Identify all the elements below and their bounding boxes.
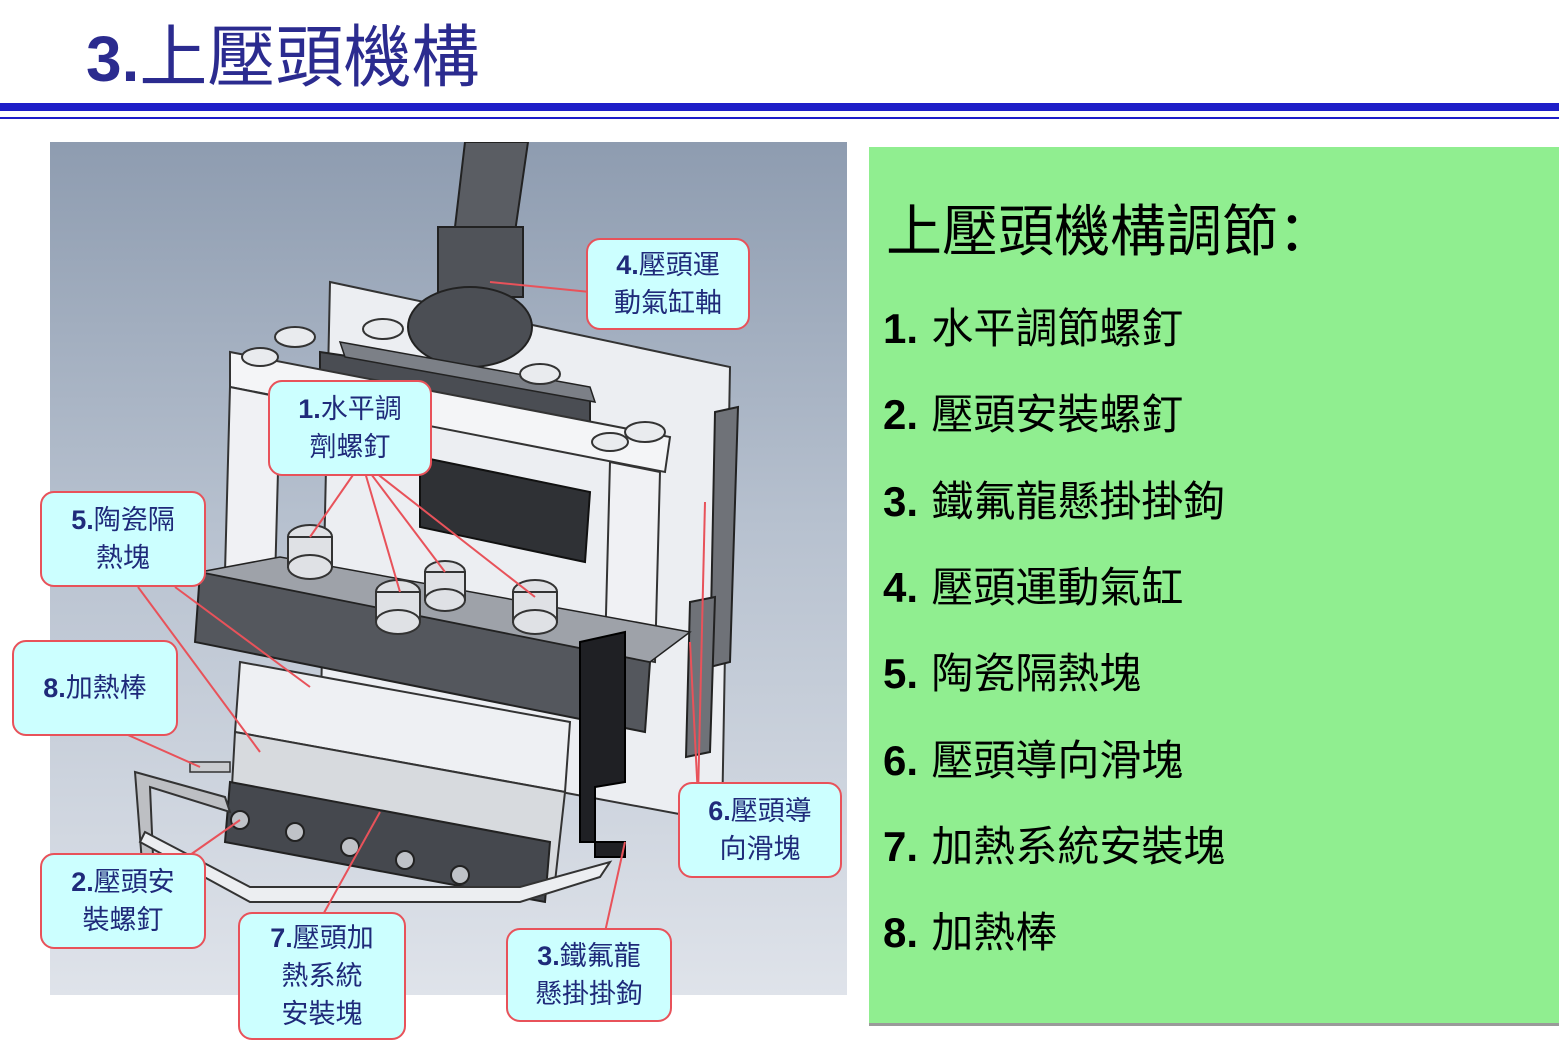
title-rule-thick xyxy=(0,103,1559,111)
callout-text: 水平調 劑螺釘 xyxy=(309,393,402,463)
item-text: 鐵氟龍懸掛掛鉤 xyxy=(931,477,1226,526)
title-rule-thin xyxy=(0,117,1559,119)
item-text: 加熱系統安裝塊 xyxy=(931,822,1226,871)
item-text: 水平調節螺釘 xyxy=(931,304,1184,353)
item-number: 6. xyxy=(883,737,919,784)
callout-text: 壓頭導 向滑塊 xyxy=(719,795,812,865)
callout-number: 4. xyxy=(616,249,639,280)
callout-cylinder-rod: 4.壓頭運 動氣缸軸 xyxy=(586,238,750,330)
item-number: 5. xyxy=(883,650,919,697)
item-number: 1. xyxy=(883,305,919,352)
callout-leveling-screws: 1.水平調 劑螺釘 xyxy=(268,380,432,476)
callout-teflon-hook: 3.鐵氟龍 懸掛掛鉤 xyxy=(506,928,672,1022)
callout-number: 2. xyxy=(71,866,94,897)
callout-number: 8. xyxy=(43,672,66,703)
callout-text: 壓頭安 裝螺釘 xyxy=(82,866,175,936)
adjustment-panel: 上壓頭機構調節： 1. 水平調節螺釘 2. 壓頭安裝螺釘 3. 鐵氟龍懸掛掛鉤 … xyxy=(869,147,1559,1026)
item-text: 加熱棒 xyxy=(931,908,1058,957)
list-item: 4. 壓頭運動氣缸 xyxy=(883,554,1183,615)
callout-text: 陶瓷隔 熱塊 xyxy=(93,504,175,574)
callout-text: 加熱棒 xyxy=(65,672,147,704)
list-item: 2. 壓頭安裝螺釘 xyxy=(883,381,1183,442)
callout-heater-mount: 7.壓頭加 熱系統 安裝塊 xyxy=(238,912,406,1040)
list-item: 5. 陶瓷隔熱塊 xyxy=(883,640,1141,701)
callout-number: 5. xyxy=(71,504,94,535)
list-item: 6. 壓頭導向滑塊 xyxy=(883,727,1183,788)
list-item: 3. 鐵氟龍懸掛掛鉤 xyxy=(883,468,1225,529)
callout-number: 1. xyxy=(298,393,321,424)
list-item: 7. 加熱系統安裝塊 xyxy=(883,813,1225,874)
callout-mount-screws: 2.壓頭安 裝螺釘 xyxy=(40,853,206,949)
callout-ceramic-block: 5.陶瓷隔 熱塊 xyxy=(40,491,206,587)
list-item: 1. 水平調節螺釘 xyxy=(883,295,1183,356)
callout-text: 壓頭運 動氣缸軸 xyxy=(614,249,722,319)
item-text: 壓頭導向滑塊 xyxy=(931,736,1184,785)
item-text: 壓頭運動氣缸 xyxy=(931,563,1184,612)
callout-text: 壓頭加 熱系統 安裝塊 xyxy=(281,922,374,1030)
panel-heading: 上壓頭機構調節： xyxy=(886,200,1334,265)
callout-heater-rod: 8.加熱棒 xyxy=(12,640,178,736)
callout-text: 鐵氟龍 懸掛掛鉤 xyxy=(535,940,643,1010)
item-text: 壓頭安裝螺釘 xyxy=(931,390,1184,439)
list-item: 8. 加熱棒 xyxy=(883,899,1057,960)
callout-number: 3. xyxy=(537,940,560,971)
callout-number: 6. xyxy=(708,795,731,826)
slide-title-number: 3. xyxy=(86,23,140,95)
item-text: 陶瓷隔熱塊 xyxy=(931,649,1142,698)
callout-number: 7. xyxy=(270,922,293,953)
item-number: 4. xyxy=(883,564,919,611)
item-number: 8. xyxy=(883,909,919,956)
callout-guide-slider: 6.壓頭導 向滑塊 xyxy=(678,782,842,878)
item-number: 3. xyxy=(883,478,919,525)
slide-title-text: 上壓頭機構 xyxy=(139,19,480,98)
item-number: 2. xyxy=(883,391,919,438)
item-number: 7. xyxy=(883,823,919,870)
slide-title: 3.上壓頭機構 xyxy=(86,2,479,98)
